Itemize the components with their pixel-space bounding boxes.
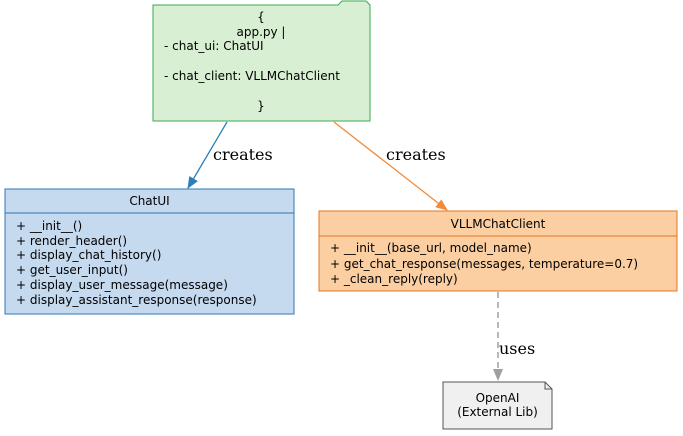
edge-label-app-chatui: creates <box>213 145 273 164</box>
chatui-method: + display_chat_history() <box>16 248 161 262</box>
app-note-chat-client: - chat_client: VLLMChatClient <box>164 69 340 83</box>
chatui-method: + display_assistant_response(response) <box>16 293 257 307</box>
app-note-chat-ui: - chat_ui: ChatUI <box>164 39 264 53</box>
chatui-method: + get_user_input() <box>16 263 128 277</box>
openai-note-shape <box>442 381 553 430</box>
edge-line-app-vllm <box>333 121 448 211</box>
app-note-title: app.py | <box>237 25 286 39</box>
vllm-client-class-name: VLLMChatClient <box>451 217 546 231</box>
app-note-shape <box>152 0 371 122</box>
chatui-method: + render_header() <box>16 234 127 248</box>
vllm-client-class-box: VLLMChatClient + __init__(base_url, mode… <box>318 210 678 292</box>
edge-vllm-uses-openai: uses <box>493 292 535 381</box>
openai-note-title: OpenAI <box>476 391 520 405</box>
chatui-class-name: ChatUI <box>129 194 169 208</box>
vllm-client-method: + __init__(base_url, model_name) <box>330 241 532 255</box>
chatui-method: + display_user_message(message) <box>16 278 228 292</box>
edge-app-creates-chatui: creates <box>187 121 273 189</box>
vllm-client-method: + _clean_reply(reply) <box>330 272 458 286</box>
edge-line-app-chatui <box>187 121 228 189</box>
app-note-open-brace: { <box>257 10 265 24</box>
vllm-client-class-body <box>318 210 678 292</box>
chatui-class-body <box>4 188 295 315</box>
edge-label-app-vllm: creates <box>386 145 446 164</box>
openai-note-subtitle: (External Lib) <box>457 405 538 419</box>
vllm-client-method: + get_chat_response(messages, temperatur… <box>330 257 638 271</box>
edge-app-creates-vllm: creates <box>333 121 448 211</box>
app-note-close-brace: } <box>257 99 265 113</box>
openai-note: OpenAI (External Lib) <box>442 381 553 430</box>
edge-label-vllm-openai: uses <box>499 339 535 358</box>
chatui-method: + __init__() <box>16 219 82 233</box>
app-py-note: { app.py | - chat_ui: ChatUI - chat_clie… <box>152 0 371 122</box>
chatui-class-box: ChatUI + __init__() + render_header() + … <box>4 188 295 315</box>
openai-note-fold <box>544 382 552 390</box>
